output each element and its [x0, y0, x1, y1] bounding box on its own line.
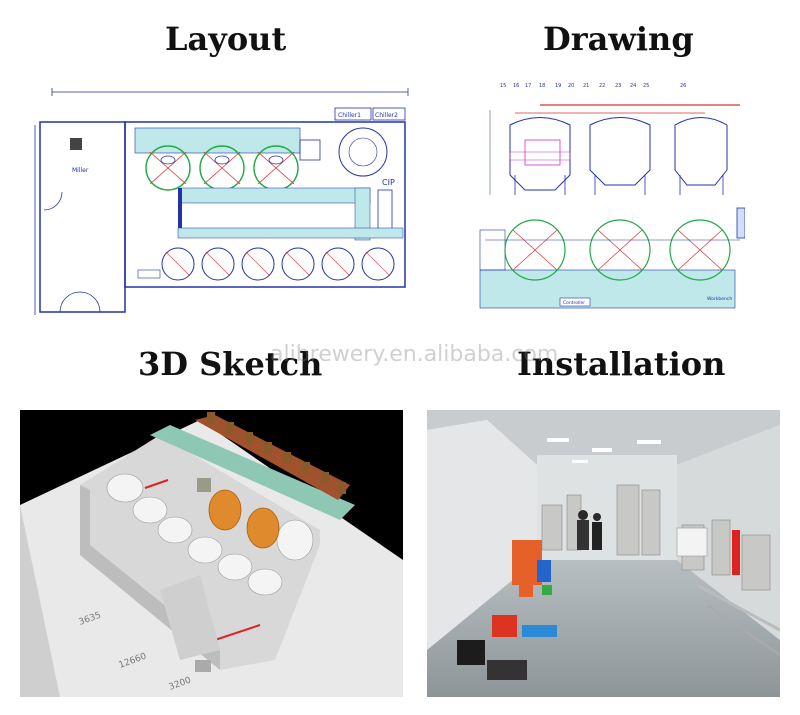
cip-label: CIP: [382, 178, 395, 187]
svg-text:16: 16: [513, 83, 519, 89]
layout-title: Layout: [165, 20, 287, 58]
svg-text:17: 17: [525, 83, 531, 89]
installation-photo-panel: [427, 410, 780, 697]
controller-caption: Controller: [563, 300, 585, 306]
layout-plan-panel: Miller Chiller1 Chiller2 CIP: [30, 80, 410, 320]
drawing-panel: 15 16 17 18 19 20 21 22 23 24 25 26: [475, 80, 745, 312]
workbench-label: Workbench: [707, 296, 732, 302]
svg-text:20: 20: [568, 83, 574, 89]
watermark-text: alibrewery.en.alibaba.com: [270, 342, 559, 367]
layout-plan-drawing: Miller Chiller1 Chiller2 CIP: [30, 80, 410, 320]
svg-text:26: 26: [680, 83, 686, 89]
svg-text:18: 18: [539, 83, 545, 89]
svg-text:24: 24: [630, 83, 636, 89]
chiller1-label: Chiller1: [338, 112, 361, 119]
drawing-title: Drawing: [543, 20, 694, 58]
engineering-drawing: 15 16 17 18 19 20 21 22 23 24 25 26: [475, 80, 745, 312]
chiller2-label: Chiller2: [375, 112, 398, 119]
svg-text:21: 21: [583, 83, 589, 89]
installation-title: Installation: [517, 345, 726, 383]
svg-text:22: 22: [599, 83, 605, 89]
svg-text:19: 19: [555, 83, 561, 89]
svg-text:23: 23: [615, 83, 621, 89]
installation-photo: [427, 410, 780, 697]
sketch3d-panel: 3635 12660 3200: [20, 410, 403, 697]
sketch3d-render: 3635 12660 3200: [20, 410, 403, 697]
miller-label: Miller: [72, 167, 89, 174]
sketch3d-title: 3D Sketch: [138, 345, 323, 383]
svg-text:15: 15: [500, 83, 506, 89]
svg-text:25: 25: [643, 83, 649, 89]
